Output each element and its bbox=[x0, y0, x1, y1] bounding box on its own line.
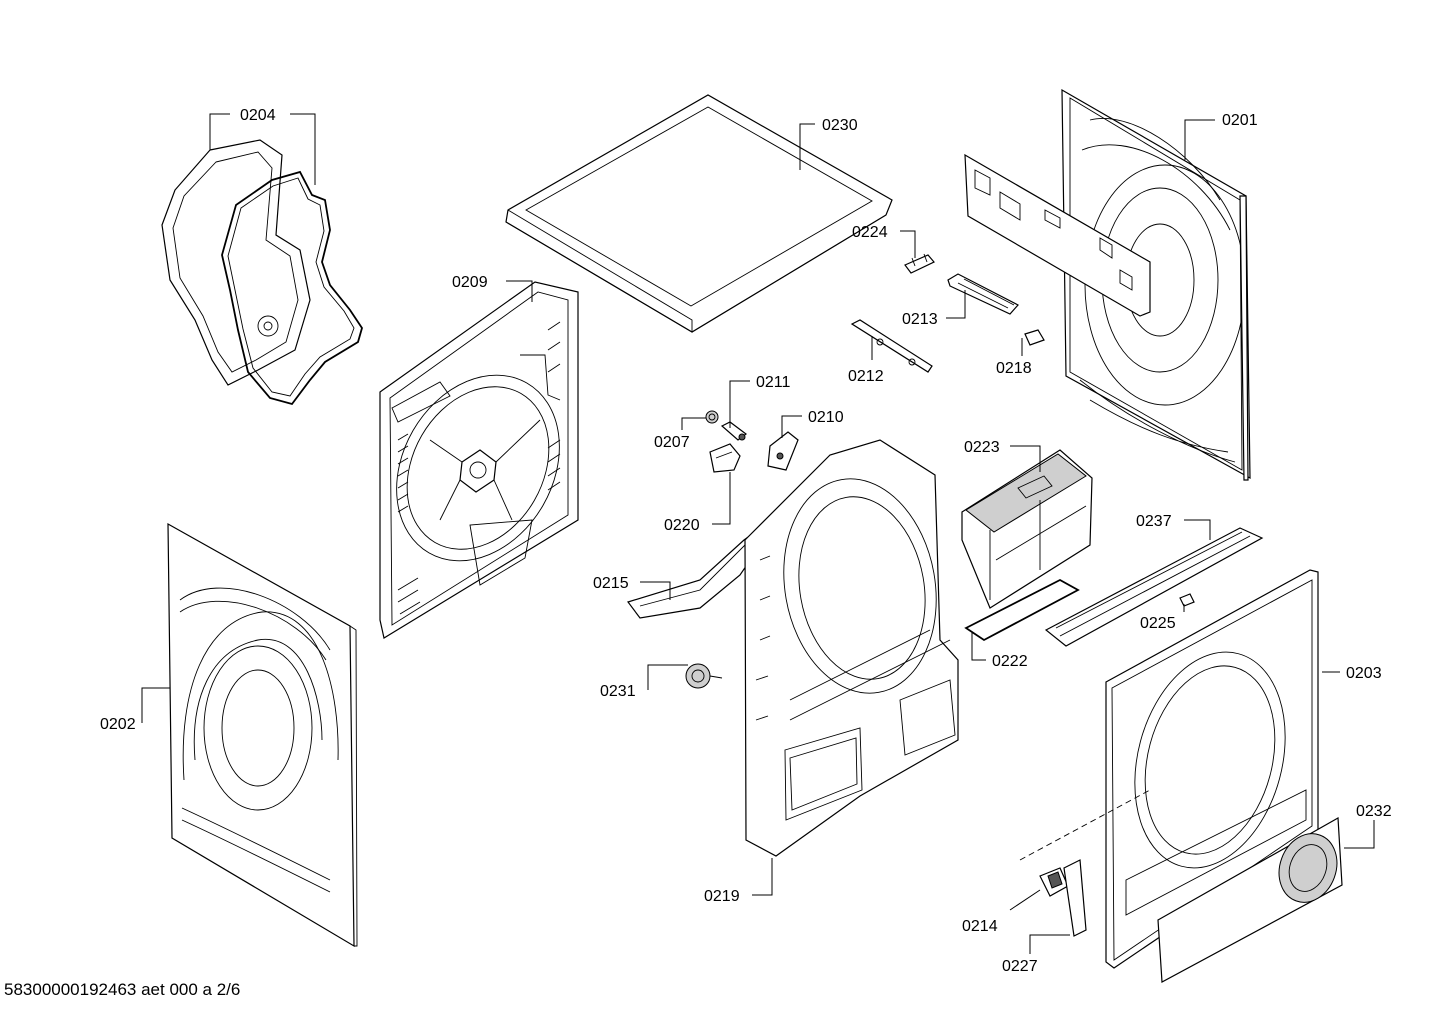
part-0209-rear-wall[interactable] bbox=[364, 281, 592, 639]
part-0224-clip[interactable] bbox=[904, 253, 935, 274]
callout-0202[interactable]: 0202 bbox=[100, 687, 170, 733]
callout-0219[interactable]: 0219 bbox=[704, 858, 773, 905]
label-0218: 0218 bbox=[996, 360, 1032, 377]
label-0230: 0230 bbox=[822, 117, 858, 134]
callout-0211[interactable]: 0211 bbox=[729, 374, 791, 428]
part-0207-knob[interactable] bbox=[705, 410, 719, 424]
callout-0223[interactable]: 0223 bbox=[964, 439, 1041, 472]
callout-0218[interactable]: 0218 bbox=[996, 338, 1032, 377]
part-0204-rear-shield[interactable] bbox=[161, 139, 363, 406]
part-0220-sensor[interactable] bbox=[709, 443, 741, 473]
part-0225-clip[interactable] bbox=[1179, 593, 1195, 607]
callout-0230[interactable]: 0230 bbox=[799, 117, 858, 170]
part-0218-clip[interactable] bbox=[1024, 329, 1045, 346]
part-0227-cover[interactable] bbox=[1063, 859, 1087, 937]
part-0231-pulley[interactable] bbox=[685, 663, 723, 689]
label-0222: 0222 bbox=[992, 653, 1028, 670]
part-0203-front-panel[interactable] bbox=[1105, 569, 1319, 969]
label-0202: 0202 bbox=[100, 716, 136, 733]
part-0212-rail[interactable] bbox=[850, 319, 933, 373]
part-0210-holder[interactable] bbox=[767, 431, 799, 471]
part-0237-rail[interactable] bbox=[1044, 527, 1264, 647]
part-0214-switch[interactable] bbox=[1039, 867, 1069, 897]
label-0210: 0210 bbox=[808, 409, 844, 426]
label-0213: 0213 bbox=[902, 311, 938, 328]
label-0237: 0237 bbox=[1136, 513, 1172, 530]
label-0214: 0214 bbox=[962, 918, 998, 935]
label-0223: 0223 bbox=[964, 439, 1000, 456]
callout-0207[interactable]: 0207 bbox=[654, 417, 706, 451]
label-0215: 0215 bbox=[593, 575, 629, 592]
part-rear-bracket[interactable] bbox=[964, 153, 1151, 317]
part-0202-side-panel-left[interactable] bbox=[167, 522, 358, 948]
part-0222-seal[interactable] bbox=[964, 578, 1080, 642]
callout-0214[interactable]: 0214 bbox=[962, 889, 1041, 935]
callout-0231[interactable]: 0231 bbox=[600, 664, 688, 700]
assembly-guide-line bbox=[1019, 789, 1151, 861]
callout-0204[interactable]: 0204 bbox=[209, 107, 316, 185]
callout-0225[interactable]: 0225 bbox=[1140, 604, 1185, 632]
part-0213-duct[interactable] bbox=[947, 273, 1019, 315]
callout-0224[interactable]: 0224 bbox=[852, 224, 916, 258]
callout-0210[interactable]: 0210 bbox=[781, 409, 844, 438]
callout-0213[interactable]: 0213 bbox=[902, 290, 966, 328]
document-id: 58300000192463 aet 000 a 2/6 bbox=[4, 980, 241, 999]
label-0203: 0203 bbox=[1346, 665, 1382, 682]
part-0219-front-frame[interactable] bbox=[744, 439, 959, 857]
callout-0209[interactable]: 0209 bbox=[452, 274, 533, 302]
label-0207: 0207 bbox=[654, 434, 690, 451]
callout-0222[interactable]: 0222 bbox=[971, 632, 1028, 670]
callout-0232[interactable]: 0232 bbox=[1344, 803, 1392, 849]
callout-0212[interactable]: 0212 bbox=[848, 336, 884, 385]
part-0230-top-cover[interactable] bbox=[505, 94, 893, 333]
label-0232: 0232 bbox=[1356, 803, 1392, 820]
label-0211: 0211 bbox=[756, 374, 791, 391]
part-0223-lint-filter[interactable] bbox=[961, 449, 1093, 609]
label-0220: 0220 bbox=[664, 517, 700, 534]
callout-0227[interactable]: 0227 bbox=[1002, 934, 1070, 975]
label-0201: 0201 bbox=[1222, 112, 1258, 129]
callout-0220[interactable]: 0220 bbox=[664, 472, 731, 534]
label-0204: 0204 bbox=[240, 107, 276, 124]
label-0224: 0224 bbox=[852, 224, 888, 241]
part-0201-side-panel-right[interactable] bbox=[1061, 88, 1251, 481]
callout-0215[interactable]: 0215 bbox=[593, 575, 671, 600]
callout-0203[interactable]: 0203 bbox=[1322, 665, 1382, 682]
part-0215-bracket[interactable] bbox=[627, 529, 765, 619]
part-0232-service-flap[interactable] bbox=[1157, 817, 1346, 983]
callout-0237[interactable]: 0237 bbox=[1136, 513, 1211, 540]
label-0209: 0209 bbox=[452, 274, 488, 291]
label-0212: 0212 bbox=[848, 368, 884, 385]
label-0231: 0231 bbox=[600, 683, 636, 700]
label-0227: 0227 bbox=[1002, 958, 1038, 975]
label-0225: 0225 bbox=[1140, 615, 1176, 632]
callout-0201[interactable]: 0201 bbox=[1184, 112, 1258, 160]
label-0219: 0219 bbox=[704, 888, 740, 905]
part-0211-connector[interactable] bbox=[720, 421, 747, 441]
